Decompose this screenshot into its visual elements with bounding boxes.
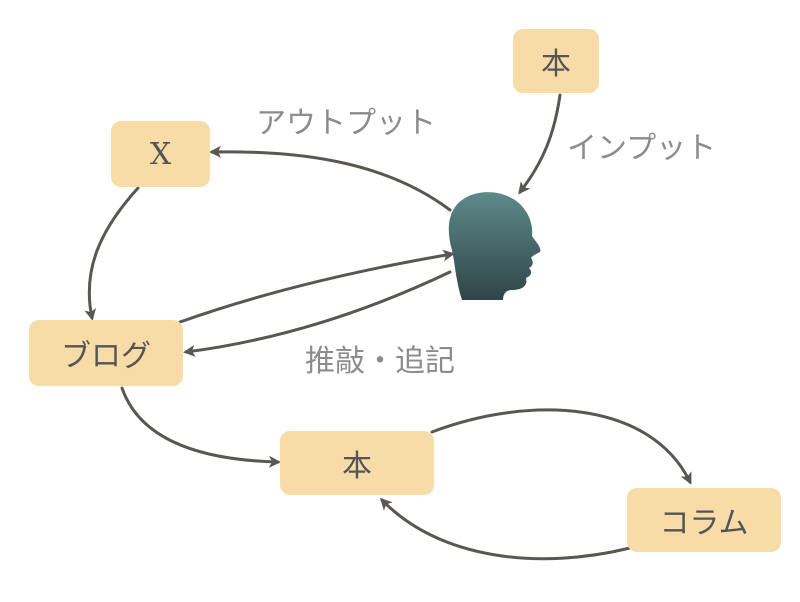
node-blog: ブログ bbox=[29, 320, 183, 386]
arrow-blog-to-head bbox=[178, 249, 455, 324]
node-book-mid: 本 bbox=[280, 431, 434, 495]
arrow-head-to-x bbox=[209, 145, 452, 212]
head-silhouette-icon bbox=[448, 192, 541, 300]
arrow-x-to-blog bbox=[84, 186, 140, 321]
node-x: X bbox=[111, 121, 210, 187]
node-column: コラム bbox=[627, 488, 781, 552]
arrow-column-to-book bbox=[379, 497, 632, 561]
arrow-blog-to-book bbox=[120, 386, 281, 468]
label-output: アウトプット bbox=[256, 106, 436, 141]
label-input: インプット bbox=[567, 131, 717, 166]
arrow-head-to-blog bbox=[183, 270, 452, 357]
node-book-top: 本 bbox=[513, 29, 599, 93]
label-revise: 推敲・追記 bbox=[305, 344, 455, 379]
arrow-book-to-head bbox=[518, 93, 562, 195]
arrow-book-to-column bbox=[430, 408, 692, 485]
